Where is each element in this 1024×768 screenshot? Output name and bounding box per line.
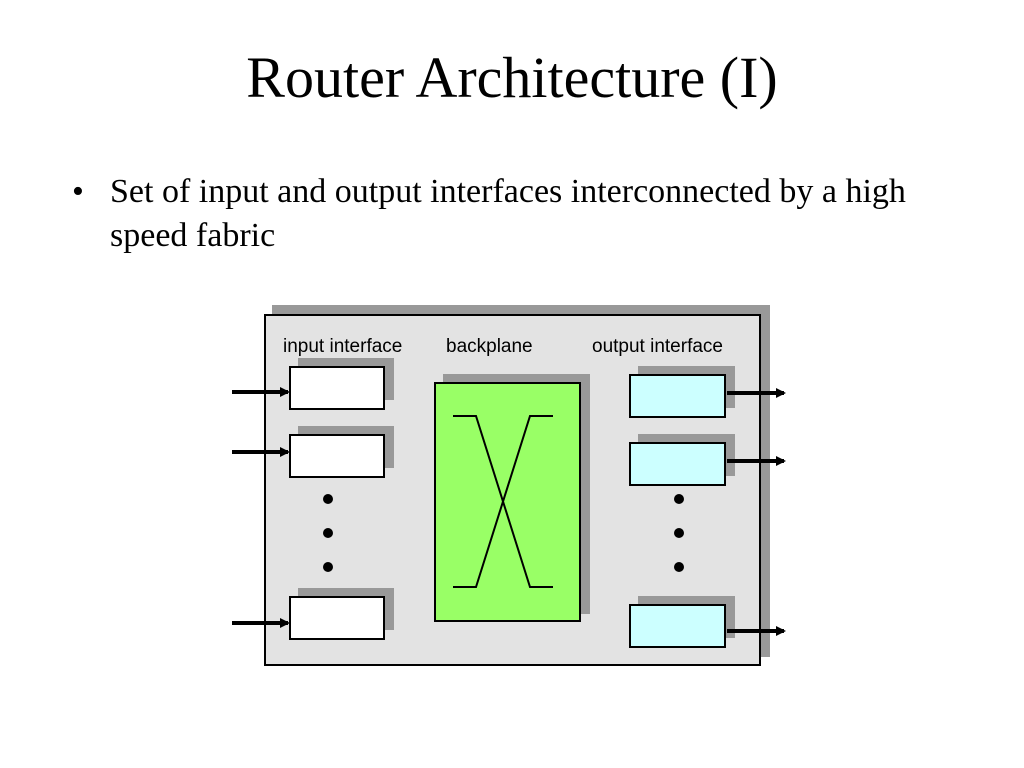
crossbar-path bbox=[453, 415, 553, 588]
output-ellipsis-dot bbox=[674, 562, 684, 572]
backplane-fabric bbox=[434, 382, 581, 622]
input-interface-label: input interface bbox=[283, 336, 402, 357]
output-interface-1 bbox=[629, 366, 735, 418]
backplane-label: backplane bbox=[446, 336, 533, 357]
input-ellipsis-dot bbox=[323, 494, 333, 504]
output-interface-label: output interface bbox=[592, 336, 723, 357]
bullet-list: • Set of input and output interfaces int… bbox=[72, 170, 972, 258]
bullet-dot-icon: • bbox=[72, 173, 84, 210]
slide-title: Router Architecture (I) bbox=[246, 45, 778, 110]
input-interface-box bbox=[289, 596, 385, 640]
output-interface-box bbox=[629, 604, 726, 648]
input-ellipsis-dot bbox=[323, 562, 333, 572]
output-interface-2 bbox=[629, 434, 735, 486]
input-interface-1 bbox=[289, 358, 394, 410]
output-ellipsis-dot bbox=[674, 528, 684, 538]
output-interface-3 bbox=[629, 596, 735, 648]
input-interface-2 bbox=[289, 426, 394, 478]
input-interface-box bbox=[289, 434, 385, 478]
output-interface-box bbox=[629, 374, 726, 418]
output-ellipsis-dot bbox=[674, 494, 684, 504]
input-interface-3 bbox=[289, 588, 394, 640]
output-interface-box bbox=[629, 442, 726, 486]
input-interface-box bbox=[289, 366, 385, 410]
bullet-text: Set of input and output interfaces inter… bbox=[110, 173, 906, 254]
bullet-item: • Set of input and output interfaces int… bbox=[72, 170, 972, 258]
input-ellipsis-dot bbox=[323, 528, 333, 538]
